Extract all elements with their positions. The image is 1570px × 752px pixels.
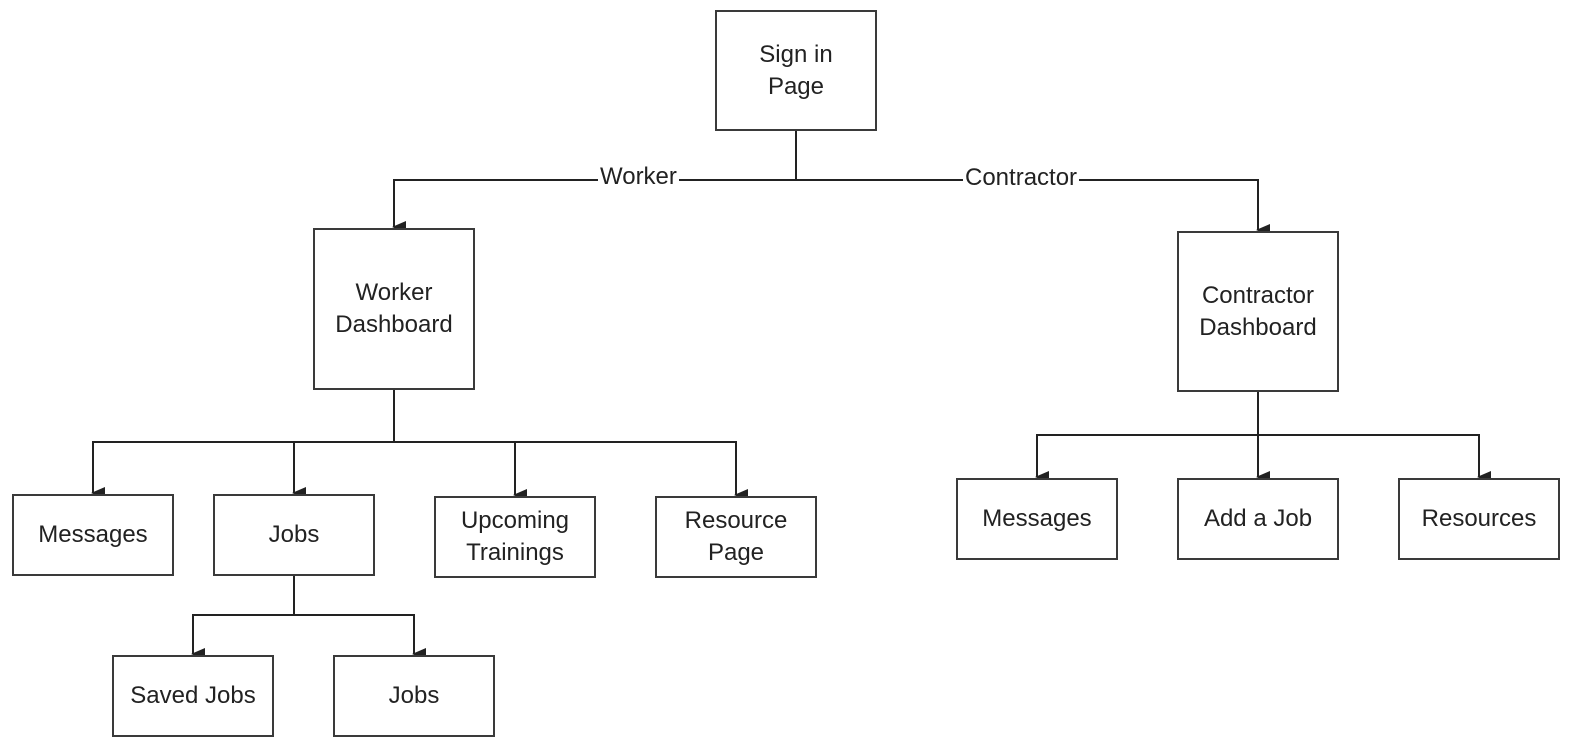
node-label-line: Upcoming bbox=[460, 507, 570, 534]
node-label-line: Dashboard bbox=[335, 311, 453, 338]
contractor-messages-node: Messages bbox=[956, 478, 1118, 560]
connector-worker-jobs-to-jobs-child bbox=[293, 576, 426, 660]
resources-node: Resources bbox=[1398, 478, 1560, 560]
jobs-list-node: Jobs bbox=[333, 655, 495, 737]
edge-label-contractor: Contractor bbox=[963, 164, 1080, 192]
node-label-line: Trainings bbox=[466, 539, 564, 566]
edge-label-worker: Worker bbox=[598, 163, 679, 191]
worker-messages-node: Messages bbox=[12, 494, 174, 576]
connector-contractor-dashboard-to-contractor-messages bbox=[1035, 392, 1259, 483]
node-label-line: Messages bbox=[982, 505, 1092, 532]
node-label-line: Jobs bbox=[268, 521, 320, 548]
connector-sign-in-to-worker-dashboard bbox=[392, 131, 797, 233]
node-label-line: Resources bbox=[1421, 505, 1537, 532]
node-label-line: Contractor bbox=[1201, 281, 1315, 309]
sign-in-page-node: Sign in Page bbox=[715, 10, 877, 131]
node-label-line: Saved Jobs bbox=[130, 682, 256, 709]
node-label-line: Add a Job bbox=[1203, 505, 1313, 532]
connector-worker-jobs-to-saved-jobs bbox=[191, 576, 295, 660]
connector-worker-dashboard-to-worker-jobs bbox=[292, 390, 395, 499]
node-label-line: Resource bbox=[684, 507, 788, 534]
node-label-line: Sign in bbox=[759, 40, 833, 68]
add-a-job-node: Add a Job bbox=[1177, 478, 1339, 560]
saved-jobs-node: Saved Jobs bbox=[112, 655, 274, 737]
node-label-line: Dashboard bbox=[1199, 313, 1317, 341]
node-label-line: Messages bbox=[38, 521, 148, 548]
node-label-line: Page bbox=[767, 72, 825, 100]
connector-worker-dashboard-to-resource-page bbox=[393, 390, 748, 501]
node-label-line: Worker bbox=[355, 279, 433, 306]
node-label-line: Page bbox=[707, 539, 765, 566]
connector-contractor-dashboard-to-resources bbox=[1257, 392, 1491, 483]
node-label-line: Jobs bbox=[388, 682, 440, 709]
worker-jobs-node: Jobs bbox=[213, 494, 375, 576]
